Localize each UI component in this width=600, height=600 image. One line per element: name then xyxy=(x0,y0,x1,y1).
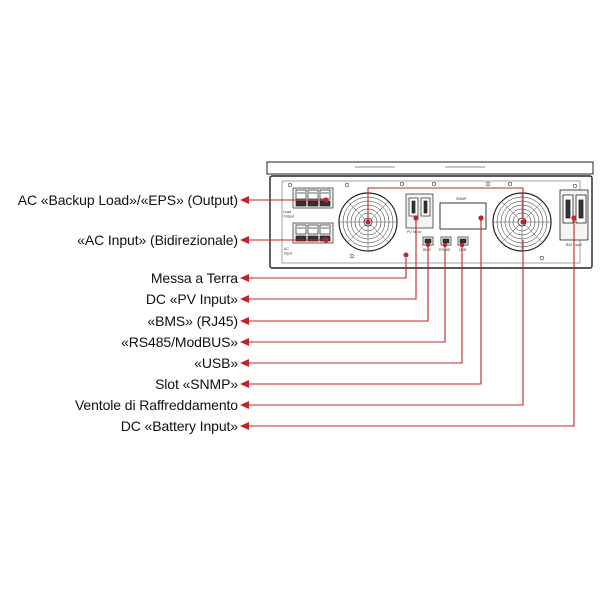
label-pv-input: DC «PV Input» xyxy=(145,291,238,307)
label-snmp-slot: Slot «SNMP» xyxy=(155,376,238,392)
label-battery-input: DC «Battery Input» xyxy=(120,418,238,434)
label-rs485-modbus: «RS485/ModBUS» xyxy=(121,334,238,350)
svg-text:SNMP: SNMP xyxy=(456,197,467,201)
svg-text:AC: AC xyxy=(284,247,289,251)
label-ac-input: «AC Input» (Bidirezionale) xyxy=(77,232,238,248)
label-messa-a-terra: Messa a Terra xyxy=(150,270,238,286)
label-bms-rj45: «BMS» (RJ45) xyxy=(147,313,238,329)
panel-screws xyxy=(287,181,578,261)
svg-text:USB: USB xyxy=(459,248,467,252)
load-output-terminal xyxy=(292,187,334,209)
snmp-slot xyxy=(439,202,487,230)
leader-dots xyxy=(323,197,577,248)
svg-text:BMS: BMS xyxy=(423,248,431,252)
label-usb: «USB» xyxy=(194,355,238,371)
leader-lines xyxy=(247,187,575,427)
svg-text:PV Input: PV Input xyxy=(407,230,421,234)
svg-text:Load: Load xyxy=(283,210,291,214)
earth-terminal xyxy=(403,252,409,258)
svg-text:Input: Input xyxy=(284,252,292,256)
label-cooling-fans: Ventole di Raffreddamento xyxy=(74,397,238,413)
chassis-top xyxy=(266,161,594,175)
label-ac-backup-load-output: AC «Backup Load»/«EPS» (Output) xyxy=(17,192,238,208)
pv-input-connectors xyxy=(405,193,434,229)
arrowheads xyxy=(240,196,249,430)
svg-text:Output: Output xyxy=(283,215,294,219)
comm-ports xyxy=(422,236,469,246)
